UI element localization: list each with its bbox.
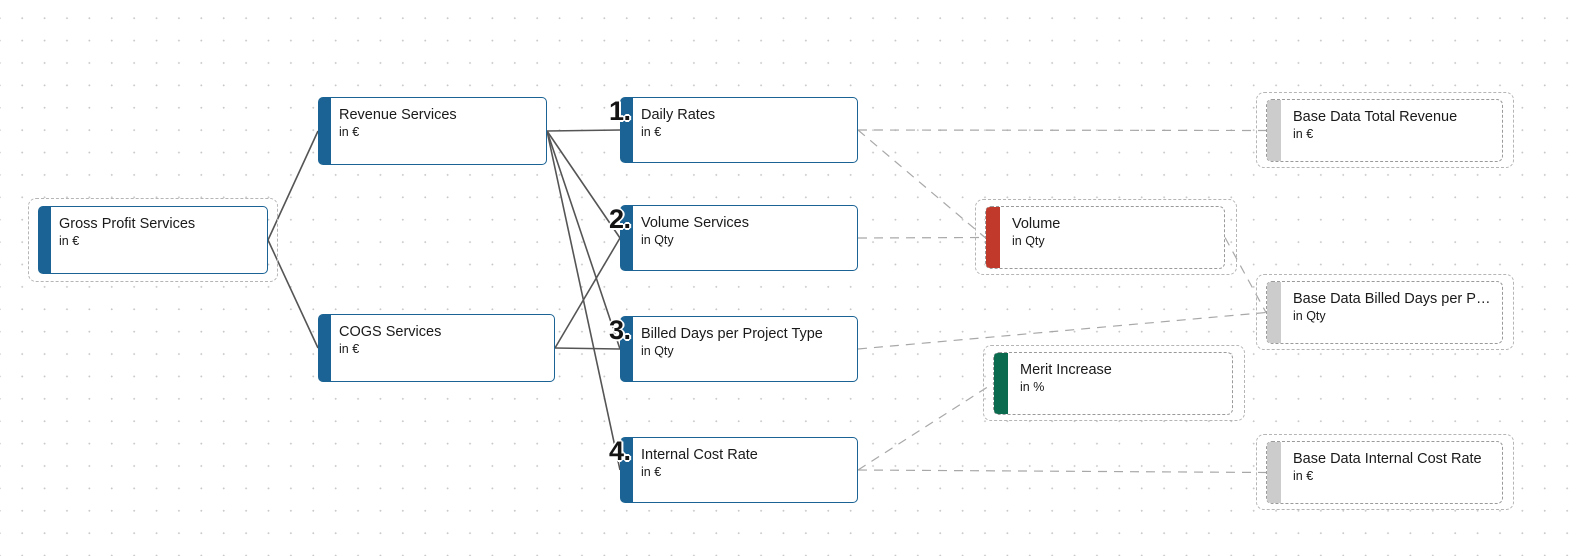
node-title: Merit Increase [1020,362,1112,378]
node-body: Base Data Billed Days per Pr... in Qty [1281,282,1502,343]
node-bd_cost_rate[interactable]: Base Data Internal Cost Rate in € [1266,441,1503,504]
node-unit: in Qty [641,344,674,358]
edge-billed_days-to-bd_billed_days [857,311,1267,350]
node-accent-bar [621,438,633,502]
node-accent-bar [319,98,331,164]
node-body: Daily Rates in € [633,98,857,162]
node-unit: in € [339,342,360,356]
node-accent-bar [621,98,633,162]
node-accent-bar [986,207,1000,268]
node-billed_days[interactable]: Billed Days per Project Type in Qty [620,316,858,382]
node-body: Billed Days per Project Type in Qty [633,317,857,381]
node-title: Base Data Billed Days per Pr... [1293,291,1492,307]
node-title: Gross Profit Services [59,216,196,232]
node-unit: in € [641,465,662,479]
node-revenue[interactable]: Revenue Services in € [318,97,547,165]
edge-internal_cost-to-bd_cost_rate [857,469,1267,474]
node-body: Revenue Services in € [331,98,546,164]
node-title: Revenue Services [339,107,457,123]
node-body: Internal Cost Rate in € [633,438,857,502]
node-body: Volume in Qty [1000,207,1224,268]
node-unit: in € [339,125,360,139]
node-title: Base Data Internal Cost Rate [1293,451,1482,467]
node-body: Volume Services in Qty [633,206,857,270]
node-accent-bar [39,207,51,273]
node-gross_profit[interactable]: Gross Profit Services in € [38,206,268,274]
node-accent-bar [1267,442,1281,503]
edge-volume-to-bd_billed_days [1224,237,1267,313]
node-order-badge-internal_cost: 4. [609,436,631,466]
node-bd_total_rev[interactable]: Base Data Total Revenue in € [1266,99,1503,162]
edge-gross_profit-to-revenue [267,130,319,241]
node-title: Billed Days per Project Type [641,326,823,342]
node-internal_cost[interactable]: Internal Cost Rate in € [620,437,858,503]
node-volume[interactable]: Volume in Qty [985,206,1225,269]
edge-revenue-to-internal_cost [546,130,621,471]
node-unit: in % [1020,380,1045,394]
node-unit: in Qty [1293,309,1326,323]
node-title: Volume [1012,216,1061,232]
node-accent-bar [1267,100,1281,161]
node-accent-bar [621,317,633,381]
node-body: Merit Increase in % [1008,353,1232,414]
node-title: Internal Cost Rate [641,447,758,463]
node-order-badge-volume_services: 2. [609,204,631,234]
node-accent-bar [994,353,1008,414]
node-accent-bar [319,315,331,381]
node-body: Base Data Total Revenue in € [1281,100,1502,161]
node-body: Base Data Internal Cost Rate in € [1281,442,1502,503]
node-order-badge-daily_rates: 1. [609,96,631,126]
edge-gross_profit-to-cogs [267,239,319,349]
node-unit: in € [59,234,80,248]
edge-volume_services-to-volume [857,236,986,239]
node-body: Gross Profit Services in € [51,207,267,273]
node-title: Daily Rates [641,107,716,123]
node-accent-bar [621,206,633,270]
node-title: Volume Services [641,215,749,231]
node-unit: in Qty [641,233,674,247]
edge-internal_cost-to-merit_increase [857,382,994,471]
edge-revenue-to-daily_rates [546,129,621,132]
node-title: Base Data Total Revenue [1293,109,1458,125]
node-title: COGS Services [339,324,442,340]
edge-daily_rates-to-bd_total_rev [857,129,1267,132]
node-unit: in Qty [1012,234,1045,248]
node-body: COGS Services in € [331,315,554,381]
node-unit: in € [1293,127,1314,141]
node-daily_rates[interactable]: Daily Rates in € [620,97,858,163]
edge-daily_rates-to-volume [857,129,986,238]
node-unit: in € [641,125,662,139]
node-unit: in € [1293,469,1314,483]
node-accent-bar [1267,282,1281,343]
node-bd_billed_days[interactable]: Base Data Billed Days per Pr... in Qty [1266,281,1503,344]
node-cogs[interactable]: COGS Services in € [318,314,555,382]
node-merit_increase[interactable]: Merit Increase in % [993,352,1233,415]
node-volume_services[interactable]: Volume Services in Qty [620,205,858,271]
edge-cogs-to-billed_days [554,347,621,350]
node-order-badge-billed_days: 3. [609,315,631,345]
